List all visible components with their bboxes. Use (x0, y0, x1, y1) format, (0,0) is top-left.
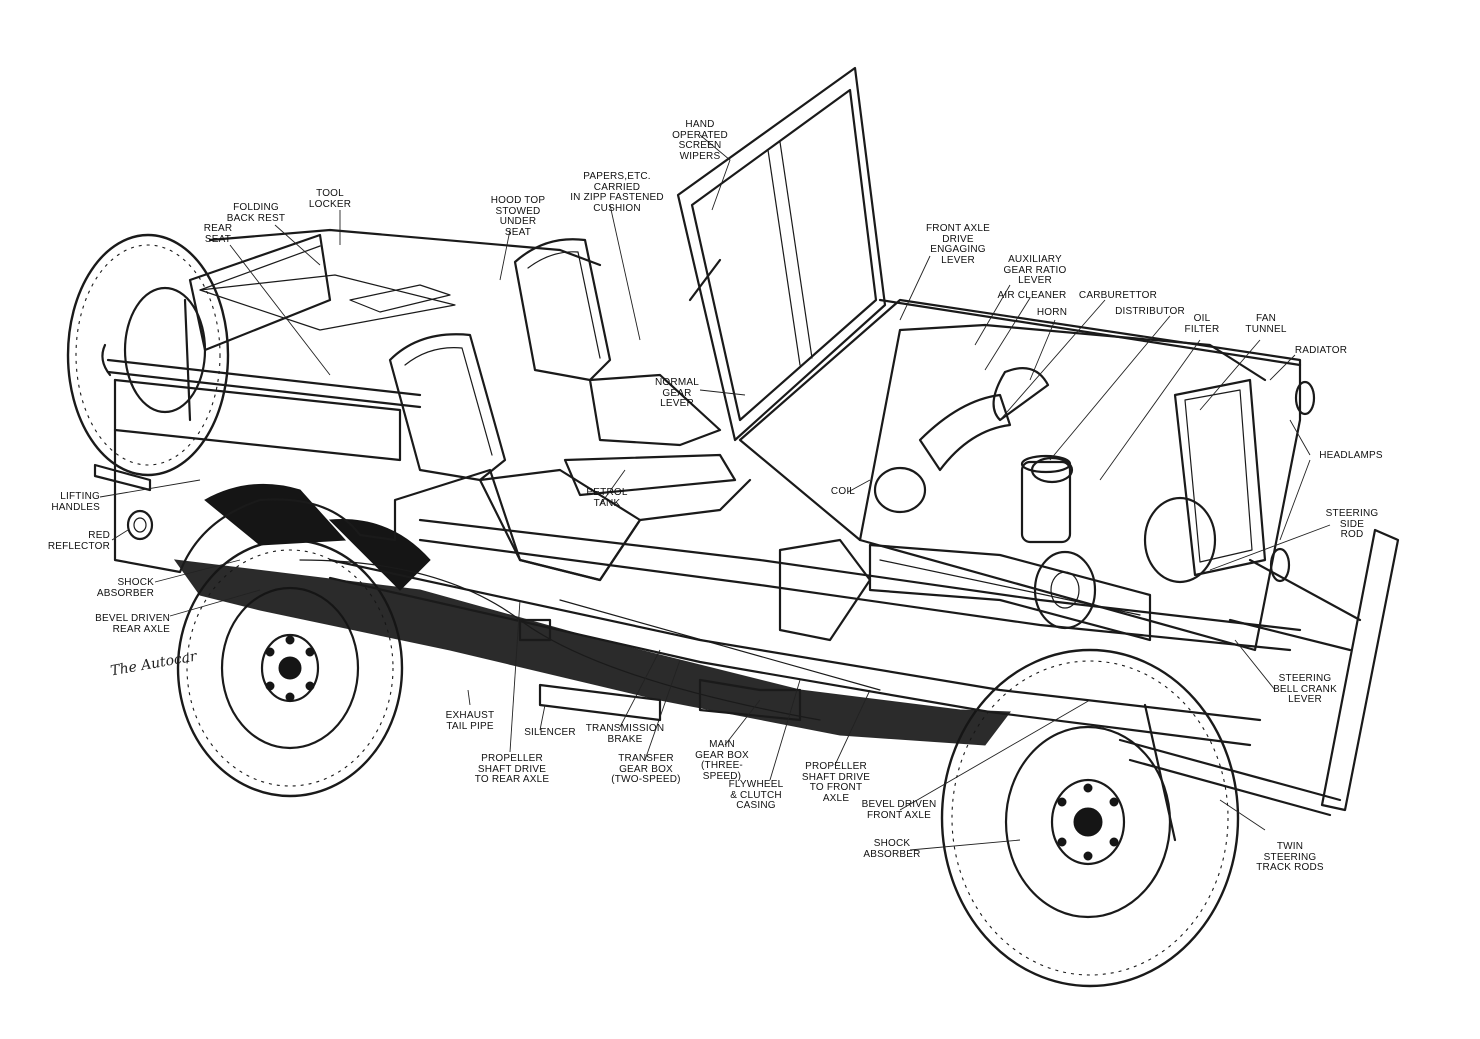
label-oil-filter: OIL FILTER (1184, 313, 1220, 335)
label-petrol-tank: PETROL TANK (586, 487, 628, 509)
silencer-shape (538, 683, 662, 722)
label-shock-absorber-rear: SHOCK ABSORBER (96, 577, 154, 599)
leader-lines (99, 134, 1331, 851)
label-steering-side-rod: STEERING SIDE ROD (1325, 508, 1379, 540)
label-transfer-gear-box: TRANSFER GEAR BOX (TWO-SPEED) (611, 753, 681, 785)
label-horn: HORN (1036, 307, 1068, 318)
label-propeller-shaft-front: PROPELLER SHAFT DRIVE TO FRONT AXLE (801, 761, 871, 804)
label-exhaust-tail-pipe: EXHAUST TAIL PIPE (445, 710, 495, 732)
label-bevel-driven-front-axle: BEVEL DRIVEN FRONT AXLE (861, 799, 937, 821)
label-carburettor: CARBURETTOR (1078, 290, 1158, 301)
label-main-gear-box: MAIN GEAR BOX (THREE-SPEED) (695, 739, 749, 782)
label-rear-seat: REAR SEAT (203, 223, 233, 245)
front-bumper (1118, 528, 1400, 842)
label-red-reflector: RED REFLECTOR (47, 530, 110, 552)
label-coil: COIL (830, 486, 856, 497)
label-lifting-handles: LIFTING HANDLES (51, 491, 100, 513)
chassis-frame (299, 518, 1302, 747)
label-transmission-brake: TRANSMISSION BRAKE (585, 723, 665, 745)
label-auxiliary-gear-ratio-lever: AUXILIARY GEAR RATIO LEVER (1003, 254, 1067, 286)
label-bevel-driven-rear-axle: BEVEL DRIVEN REAR AXLE (95, 613, 170, 635)
label-tool-locker: TOOL LOCKER (308, 188, 352, 210)
label-air-cleaner: AIR CLEANER (997, 290, 1067, 301)
label-flywheel-clutch: FLYWHEEL & CLUTCH CASING (728, 779, 784, 811)
label-headlamps: HEADLAMPS (1319, 450, 1383, 461)
label-propeller-shaft-rear: PROPELLER SHAFT DRIVE TO REAR AXLE (474, 753, 550, 785)
bonnet-engine (738, 298, 1316, 652)
label-silencer: SILENCER (524, 727, 576, 738)
body-tub (93, 228, 752, 582)
spare-wheel (66, 233, 230, 477)
label-radiator: RADIATOR (1294, 345, 1348, 356)
windscreen (676, 66, 887, 442)
label-shock-absorber-front: SHOCK ABSORBER (863, 838, 921, 860)
label-folding-back-rest: FOLDING BACK REST (226, 202, 286, 224)
label-papers-carried: PAPERS,ETC. CARRIED IN ZIPP FASTENED CUS… (570, 171, 664, 214)
label-front-axle-drive-lever: FRONT AXLE DRIVE ENGAGING LEVER (925, 223, 991, 266)
petrol-tank-shape (563, 453, 737, 497)
label-fan-tunnel: FAN TUNNEL (1245, 313, 1287, 335)
front-seats (388, 238, 722, 582)
label-hood-top: HOOD TOP STOWED UNDER SEAT (490, 195, 546, 238)
label-steering-bell-crank-lever: STEERING BELL CRANK LEVER (1273, 673, 1337, 705)
label-twin-steering-track-rods: TWIN STEERING TRACK RODS (1256, 841, 1324, 873)
label-hand-operated-screen-wipers: HAND OPERATED SCREEN WIPERS (672, 119, 728, 162)
label-normal-gear-lever: NORMAL GEAR LEVER (655, 377, 699, 409)
label-distributor: DISTRIBUTOR (1115, 306, 1185, 317)
